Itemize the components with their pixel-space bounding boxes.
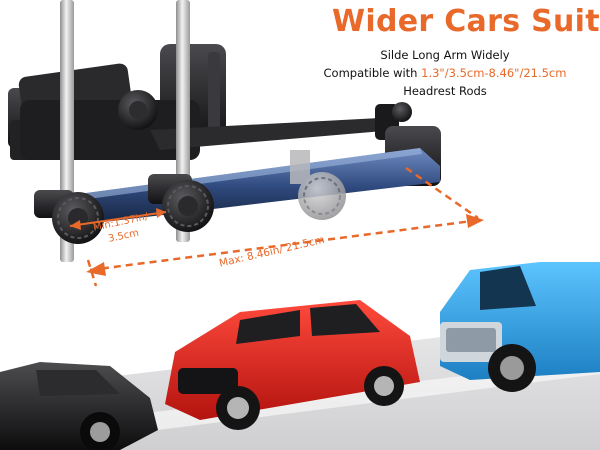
blue-pickup-truck: [440, 262, 600, 392]
knob-middle: [162, 180, 214, 232]
red-suv: [165, 300, 420, 430]
subtitle-line-3: Headrest Rods: [403, 84, 487, 98]
black-sedan: [0, 362, 158, 450]
subtitle-line-1: Silde Long Arm Widely: [380, 48, 510, 62]
subtitle-line-2: Compatible with 1.3"/3.5cm-8.46"/21.5cm: [300, 64, 590, 82]
size-range-highlight: 1.3"/3.5cm-8.46"/21.5cm: [421, 66, 567, 80]
knob-left: [52, 192, 104, 244]
knob-ghost: [290, 150, 346, 220]
page-title: Wider Cars Suits: [332, 4, 600, 39]
subtitle: Silde Long Arm Widely Compatible with 1.…: [300, 46, 590, 100]
measurement-arrows: [70, 208, 484, 276]
subtitle-line-2-prefix: Compatible with: [323, 66, 422, 80]
measurement-guides: [69, 166, 481, 287]
